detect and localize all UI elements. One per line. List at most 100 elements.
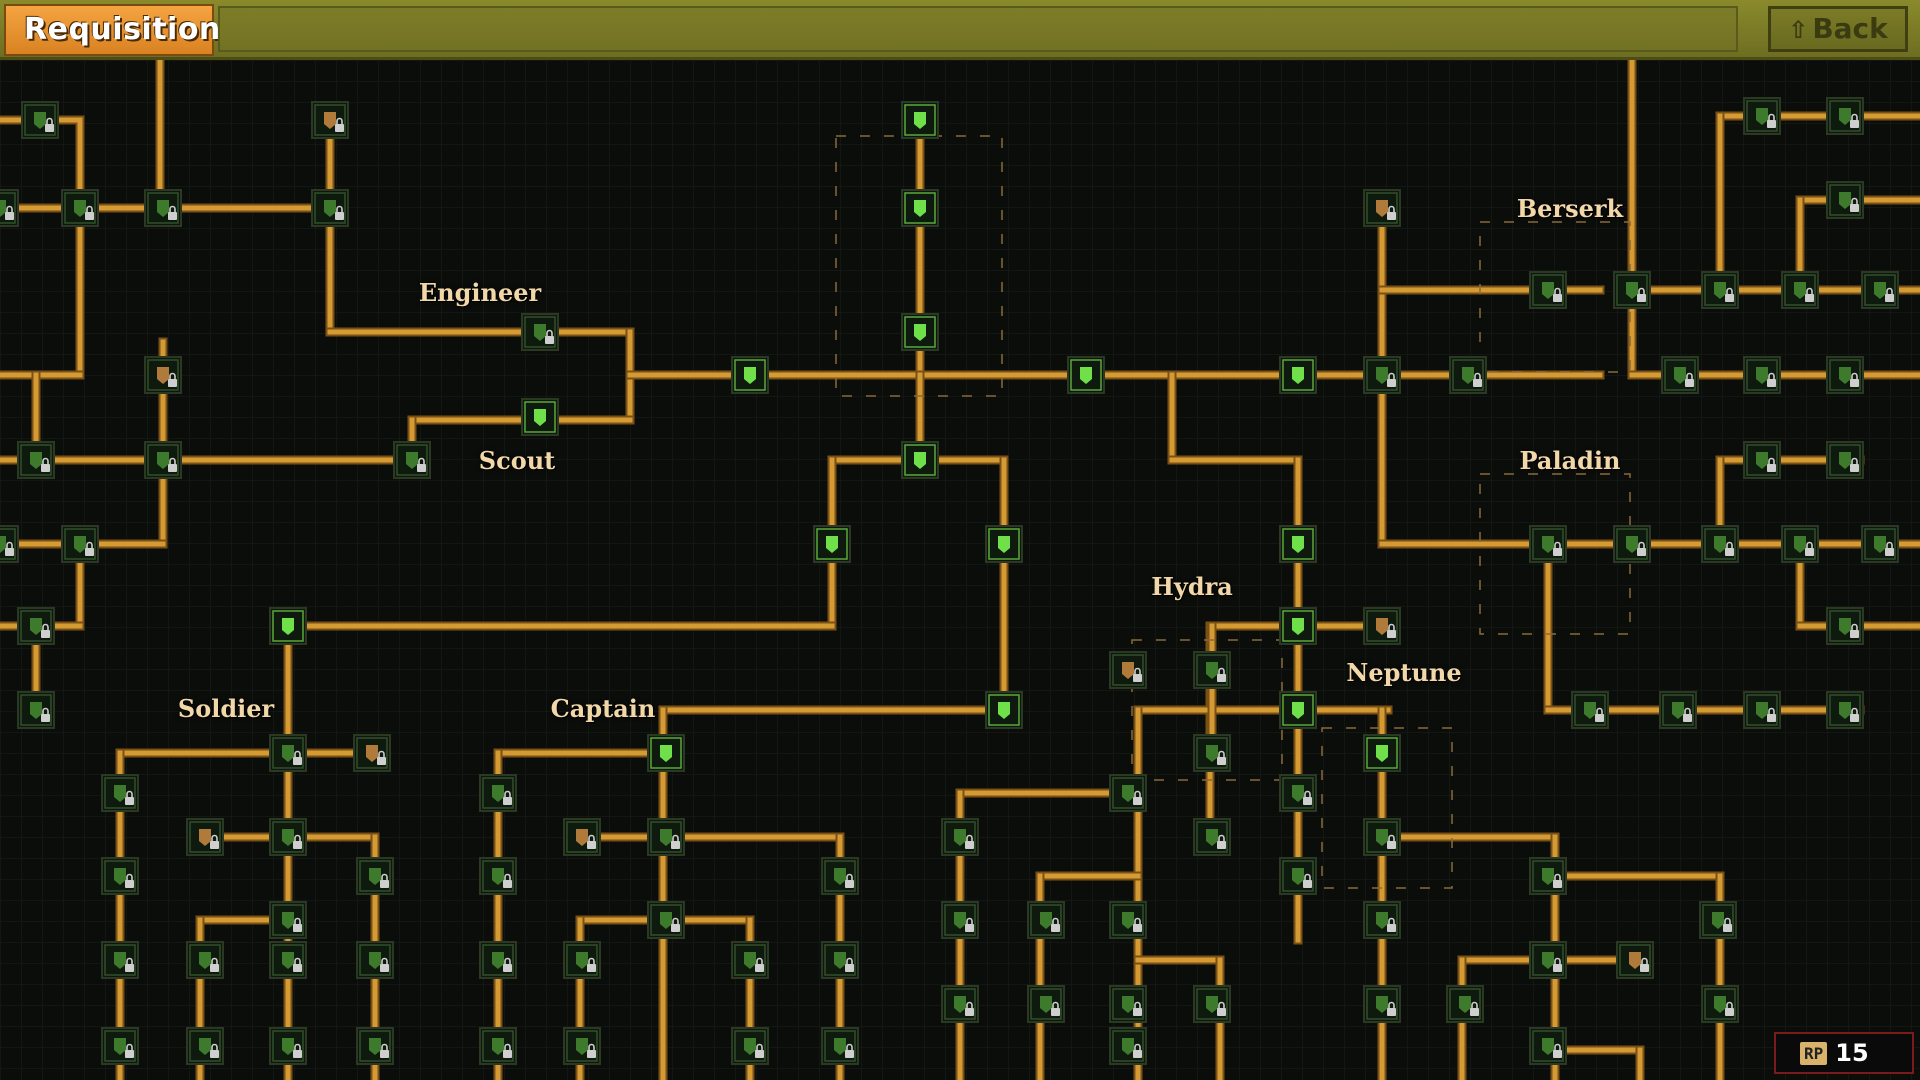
tech-tree-canvas[interactable] — [0, 60, 1920, 1080]
tech-node[interactable] — [21, 101, 59, 139]
tech-node[interactable] — [186, 941, 224, 979]
tech-node[interactable] — [61, 189, 99, 227]
tech-node[interactable] — [901, 189, 939, 227]
tech-node[interactable] — [1529, 525, 1567, 563]
tech-node[interactable] — [269, 818, 307, 856]
tech-node[interactable] — [1363, 985, 1401, 1023]
tech-node[interactable] — [563, 818, 601, 856]
tech-node[interactable] — [1826, 607, 1864, 645]
tech-node[interactable] — [1826, 97, 1864, 135]
tech-node[interactable] — [269, 607, 307, 645]
tech-node[interactable] — [101, 1027, 139, 1065]
tech-node[interactable] — [1363, 734, 1401, 772]
tech-node[interactable] — [731, 1027, 769, 1065]
tech-node[interactable] — [17, 691, 55, 729]
tech-node[interactable] — [1363, 356, 1401, 394]
tech-node[interactable] — [101, 774, 139, 812]
tech-node[interactable] — [269, 941, 307, 979]
tech-node[interactable] — [479, 1027, 517, 1065]
tech-node[interactable] — [985, 525, 1023, 563]
tech-node[interactable] — [144, 189, 182, 227]
tech-node[interactable] — [1529, 941, 1567, 979]
tech-node[interactable] — [901, 441, 939, 479]
tech-node[interactable] — [1279, 607, 1317, 645]
tech-node[interactable] — [1826, 181, 1864, 219]
tech-node[interactable] — [1449, 356, 1487, 394]
tech-node[interactable] — [1027, 901, 1065, 939]
tech-node[interactable] — [311, 189, 349, 227]
tech-node[interactable] — [901, 313, 939, 351]
tech-node[interactable] — [356, 857, 394, 895]
tech-node[interactable] — [941, 818, 979, 856]
tech-node[interactable] — [821, 1027, 859, 1065]
tech-node[interactable] — [563, 1027, 601, 1065]
tech-node[interactable] — [1363, 901, 1401, 939]
tech-node[interactable] — [1279, 691, 1317, 729]
tech-node[interactable] — [1193, 651, 1231, 689]
tech-node[interactable] — [731, 356, 769, 394]
tech-node[interactable] — [1279, 525, 1317, 563]
tech-node[interactable] — [821, 857, 859, 895]
tech-node[interactable] — [1109, 1027, 1147, 1065]
tech-node[interactable] — [1109, 901, 1147, 939]
tech-node[interactable] — [1529, 271, 1567, 309]
tech-node[interactable] — [1743, 97, 1781, 135]
tech-node[interactable] — [17, 441, 55, 479]
tech-node[interactable] — [1363, 189, 1401, 227]
tech-node[interactable] — [269, 901, 307, 939]
tech-node[interactable] — [144, 441, 182, 479]
tech-node[interactable] — [1613, 271, 1651, 309]
tech-node[interactable] — [1659, 691, 1697, 729]
back-button[interactable]: ⇧Back — [1768, 6, 1908, 52]
tech-node[interactable] — [393, 441, 431, 479]
tech-node[interactable] — [647, 901, 685, 939]
tech-node[interactable] — [101, 941, 139, 979]
tech-node[interactable] — [647, 734, 685, 772]
tech-node[interactable] — [1781, 271, 1819, 309]
tech-node[interactable] — [1826, 691, 1864, 729]
tech-node[interactable] — [144, 356, 182, 394]
tech-node[interactable] — [269, 1027, 307, 1065]
tech-node[interactable] — [563, 941, 601, 979]
tech-node[interactable] — [1193, 734, 1231, 772]
tech-node[interactable] — [17, 607, 55, 645]
tech-node[interactable] — [1701, 525, 1739, 563]
tech-node[interactable] — [186, 818, 224, 856]
requisition-tab[interactable]: Requisition — [4, 4, 220, 56]
tech-node[interactable] — [1701, 271, 1739, 309]
tech-node[interactable] — [821, 941, 859, 979]
tech-node[interactable] — [813, 525, 851, 563]
tech-node[interactable] — [1571, 691, 1609, 729]
tech-node[interactable] — [1529, 857, 1567, 895]
tech-node[interactable] — [1781, 525, 1819, 563]
tech-node[interactable] — [101, 857, 139, 895]
tech-node[interactable] — [941, 901, 979, 939]
tech-node[interactable] — [1861, 271, 1899, 309]
tech-node[interactable] — [1861, 525, 1899, 563]
tech-tree[interactable]: Engineer Scout Soldier Captain Berserk P… — [0, 60, 1920, 1080]
tech-node[interactable] — [521, 398, 559, 436]
tech-node[interactable] — [1826, 356, 1864, 394]
tech-node[interactable] — [941, 985, 979, 1023]
tech-node[interactable] — [1699, 901, 1737, 939]
tech-node[interactable] — [269, 734, 307, 772]
tech-node[interactable] — [1109, 651, 1147, 689]
tech-node[interactable] — [1446, 985, 1484, 1023]
tech-node[interactable] — [1027, 985, 1065, 1023]
tech-node[interactable] — [1743, 441, 1781, 479]
tech-node[interactable] — [1661, 356, 1699, 394]
tech-node[interactable] — [731, 941, 769, 979]
tech-node[interactable] — [1279, 774, 1317, 812]
tech-node[interactable] — [1743, 356, 1781, 394]
tech-node[interactable] — [479, 941, 517, 979]
tech-node[interactable] — [521, 313, 559, 351]
tech-node[interactable] — [1613, 525, 1651, 563]
tech-node[interactable] — [61, 525, 99, 563]
tech-node[interactable] — [356, 941, 394, 979]
tech-node[interactable] — [353, 734, 391, 772]
tech-node[interactable] — [479, 774, 517, 812]
tech-node[interactable] — [479, 857, 517, 895]
tech-node[interactable] — [1109, 774, 1147, 812]
tech-node[interactable] — [1363, 818, 1401, 856]
tech-node[interactable] — [1193, 985, 1231, 1023]
